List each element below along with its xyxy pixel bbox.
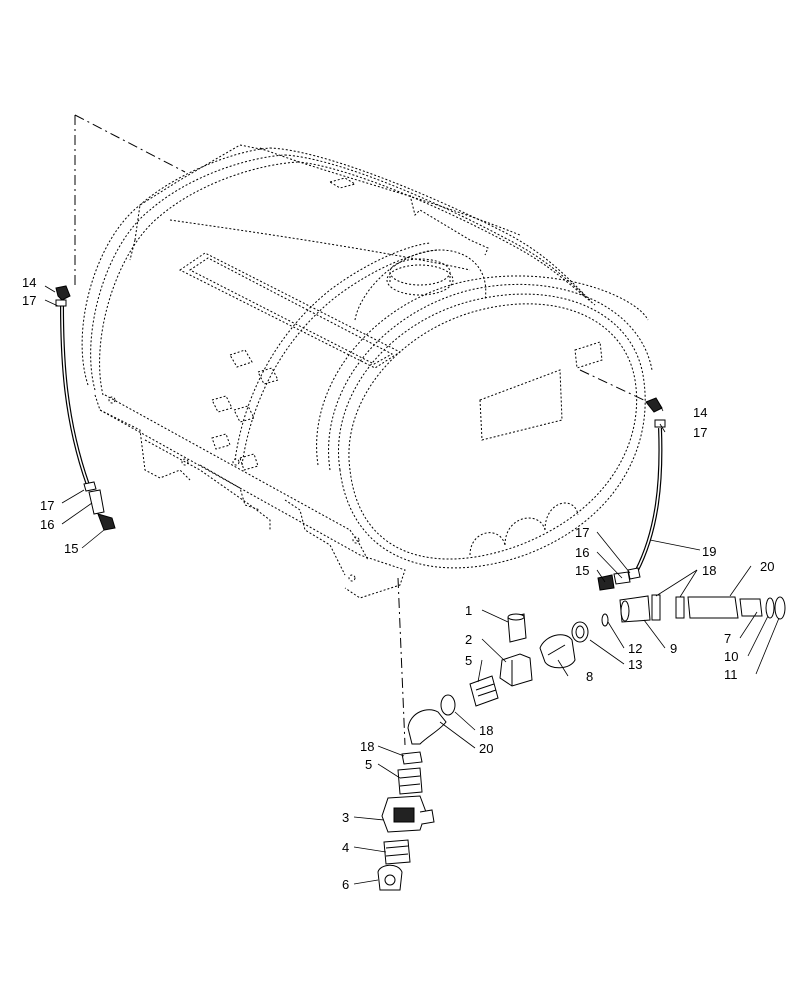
adapter-7 bbox=[739, 598, 763, 617]
callout-10: 10 bbox=[724, 649, 738, 664]
tank-outline bbox=[74, 114, 653, 746]
valve-8 bbox=[539, 634, 576, 669]
callout-7: 7 bbox=[724, 631, 731, 646]
callout-16-left: 16 bbox=[40, 517, 54, 532]
chain-line-bottom bbox=[397, 577, 406, 746]
clamp-18-second bbox=[675, 596, 685, 619]
clamp-18-top bbox=[651, 594, 661, 621]
adapter-5-center bbox=[469, 675, 499, 707]
hose-left bbox=[60, 304, 90, 486]
hose-20-straight bbox=[687, 596, 739, 619]
valve-assembly-center bbox=[407, 613, 576, 745]
clamp-left-top bbox=[55, 299, 67, 307]
washer-12 bbox=[601, 613, 609, 627]
callout-18-right: 18 bbox=[702, 563, 716, 578]
callout-16-right: 16 bbox=[575, 545, 589, 560]
callout-20-center: 20 bbox=[479, 741, 493, 756]
callout-12: 12 bbox=[628, 641, 642, 656]
callout-15-right: 15 bbox=[575, 563, 589, 578]
callout-5-center: 5 bbox=[465, 653, 472, 668]
chain-line-right bbox=[579, 369, 649, 403]
clamp-right-top bbox=[654, 419, 666, 428]
callout-4: 4 bbox=[342, 840, 349, 855]
callout-5-lower: 5 bbox=[365, 757, 372, 772]
callout-17-right-lower: 17 bbox=[575, 525, 589, 540]
right-hose-assembly bbox=[597, 397, 666, 591]
chain-line-top bbox=[74, 114, 186, 173]
callout-9: 9 bbox=[670, 641, 677, 656]
callout-19: 19 bbox=[702, 544, 716, 559]
callout-15-left: 15 bbox=[64, 541, 78, 556]
callout-6: 6 bbox=[342, 877, 349, 892]
clamp-18-lower bbox=[401, 751, 423, 765]
callout-labels: 14 17 17 16 15 14 17 19 17 16 15 18 20 1… bbox=[22, 275, 774, 892]
leader-lines bbox=[44, 285, 780, 885]
clamp-left-bottom bbox=[83, 481, 97, 492]
fitting-left bbox=[97, 513, 116, 531]
callout-18-center: 18 bbox=[479, 723, 493, 738]
elbow-fitting-left bbox=[55, 285, 71, 301]
callout-2: 2 bbox=[465, 632, 472, 647]
adapter-5-lower bbox=[397, 767, 423, 795]
callout-17-left-bottom: 17 bbox=[40, 498, 54, 513]
adapter-left bbox=[88, 489, 105, 515]
adapter-4 bbox=[383, 839, 411, 865]
callout-11: 11 bbox=[724, 667, 738, 682]
callout-17-right: 17 bbox=[693, 425, 707, 440]
callout-14-left: 14 bbox=[22, 275, 36, 290]
callout-18-lower: 18 bbox=[360, 739, 374, 754]
callout-20-right: 20 bbox=[760, 559, 774, 574]
clamp-right-bottom bbox=[627, 567, 641, 580]
callout-3: 3 bbox=[342, 810, 349, 825]
elbow-fitting-right bbox=[645, 397, 663, 413]
callout-14-right: 14 bbox=[693, 405, 707, 420]
tee-2 bbox=[499, 653, 533, 687]
fitting-right bbox=[597, 574, 615, 591]
left-hose-assembly bbox=[55, 285, 116, 531]
callout-8: 8 bbox=[586, 669, 593, 684]
gasket-10 bbox=[765, 597, 775, 619]
cap-11 bbox=[774, 596, 786, 620]
callout-17-left-top: 17 bbox=[22, 293, 36, 308]
elbow-20-center bbox=[407, 709, 447, 745]
callout-13: 13 bbox=[628, 657, 642, 672]
lower-valve-stack bbox=[377, 751, 435, 891]
clamp-18-center bbox=[440, 694, 456, 716]
callout-1: 1 bbox=[465, 603, 472, 618]
